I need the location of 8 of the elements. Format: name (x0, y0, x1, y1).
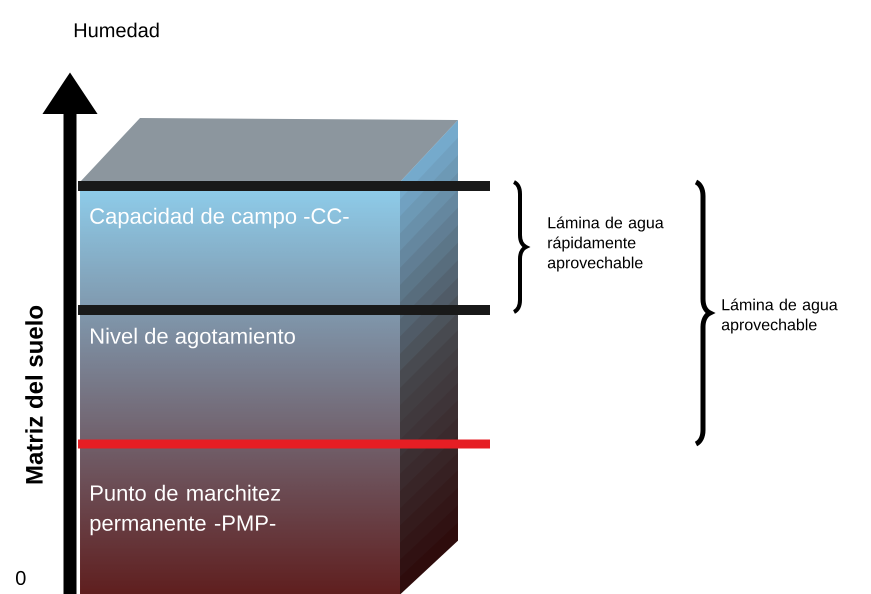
brace-label: Lámina de agua aprovechable (722, 298, 838, 334)
origin-label: 0 (16, 570, 26, 586)
level-label: Punto de marchitez permanente -PMP- (90, 484, 280, 536)
level-label: Capacidad de campo -CC- (90, 208, 349, 228)
axis-label: Matriz del suelo (25, 306, 43, 484)
level-label: Nivel de agotamiento (91, 328, 295, 348)
brace-label: Lámina de agua rápidamente aprovechable (548, 216, 664, 272)
axis-label: Humedad (74, 22, 159, 38)
